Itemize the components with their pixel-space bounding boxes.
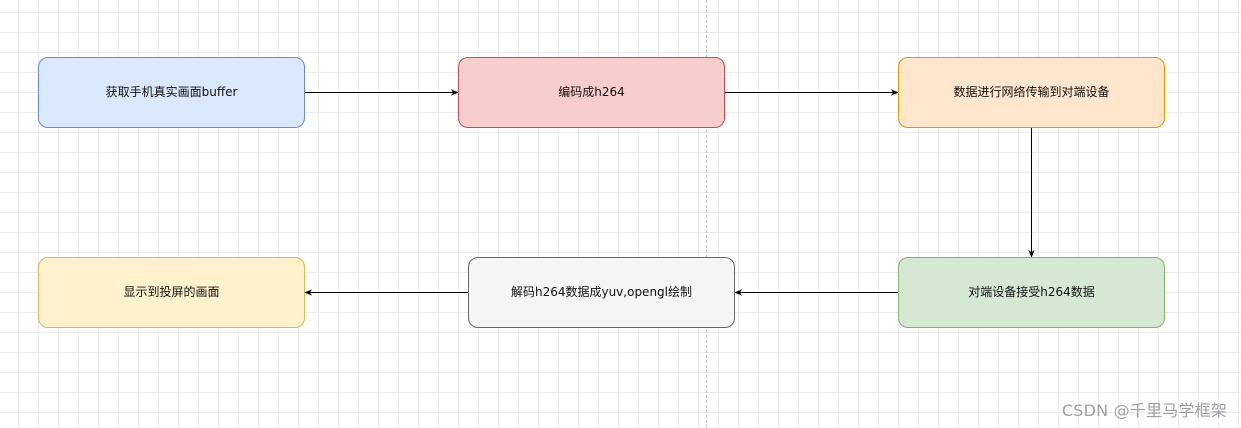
node-receive-h264[interactable]: 对端设备接受h264数据 [898, 257, 1165, 328]
node-decode-label: 解码h264数据成yuv,opengl绘制 [510, 284, 693, 299]
node-transmit-label: 数据进行网络传输到对端设备 [953, 84, 1110, 99]
node-encode-label: 编码成h264 [558, 84, 625, 99]
node-encode-h264[interactable]: 编码成h264 [458, 57, 725, 128]
node-capture-label: 获取手机真实画面buffer [105, 84, 238, 99]
csdn-watermark: CSDN @千里马学框架 [1061, 401, 1227, 420]
node-receive-label: 对端设备接受h264数据 [968, 284, 1095, 299]
node-display-screen[interactable]: 显示到投屏的画面 [38, 257, 305, 328]
node-capture-buffer[interactable]: 获取手机真实画面buffer [38, 57, 305, 128]
page-break-divider [706, 0, 707, 428]
node-decode-render[interactable]: 解码h264数据成yuv,opengl绘制 [468, 257, 735, 328]
node-display-label: 显示到投屏的画面 [123, 284, 220, 299]
node-network-transmit[interactable]: 数据进行网络传输到对端设备 [898, 57, 1165, 128]
